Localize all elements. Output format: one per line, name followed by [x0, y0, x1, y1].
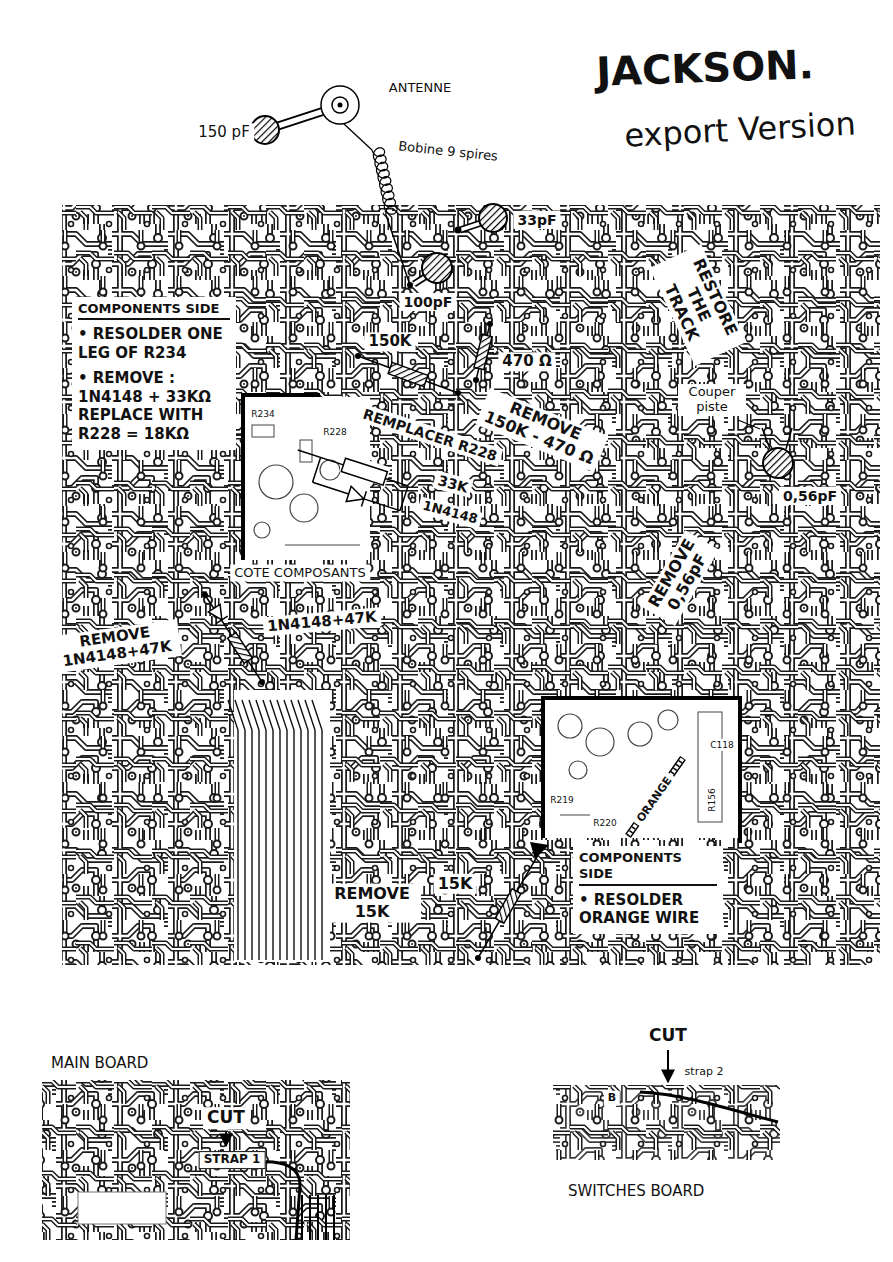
resistor-diode-symbol: [287, 439, 412, 519]
instruction: REMOVE 0,56pF: [641, 530, 719, 626]
silk-label: R234: [247, 408, 278, 420]
silk-label: R228: [319, 426, 350, 438]
diode-value: 1N4148: [417, 497, 483, 530]
track-line: [270, 700, 280, 960]
resistor-symbol: [475, 855, 538, 961]
silk-label: R220: [589, 817, 620, 829]
note-box: COMPONENTS SIDE • RESOLDER ONE LEG OF R23…: [72, 297, 236, 450]
resistor-symbol: [355, 321, 493, 396]
note-box: COMPONENTS SIDE • RESOLDER ORANGE WIRE: [573, 846, 723, 934]
silk-label: B: [604, 1091, 620, 1106]
coil-label: Bobine 9 spires: [393, 138, 502, 166]
track-line: [263, 700, 273, 960]
wire-label: ORANGE: [632, 771, 678, 829]
capacitor-value: 33pF: [513, 211, 560, 229]
cut-label: CUT: [203, 1107, 249, 1129]
track-line: [235, 700, 245, 960]
antenna-label: ANTENNE: [385, 80, 455, 97]
capacitor-symbol: [414, 204, 507, 284]
note-heading: COMPONENTS SIDE: [78, 301, 230, 320]
track-line: [242, 700, 252, 960]
track-line: [284, 700, 294, 960]
note-text: • REMOVE : 1N4148 + 33KΩ REPLACE WITH R2…: [78, 369, 230, 444]
capacitor-value: 100pF: [400, 293, 457, 311]
note-heading: COMPONENTS SIDE: [579, 850, 717, 886]
silk-label: R156: [706, 784, 718, 815]
track-line: [298, 700, 308, 960]
title: JACKSON.: [591, 40, 818, 96]
track-line: [228, 700, 238, 960]
track-line: [277, 700, 287, 960]
board-name: MAIN BOARD: [48, 1054, 151, 1072]
instruction: REMOVE 1N4148+47K: [50, 619, 182, 673]
silk-label: R219: [546, 794, 577, 806]
strap-label: STRAP 1: [199, 1151, 266, 1169]
board-name: SWITCHES BOARD: [565, 1182, 707, 1200]
board-inset: SWITCHES BOARD: [553, 1085, 780, 1160]
pcb-board: [62, 205, 880, 965]
resistor-value: 150K: [365, 332, 416, 351]
track-line: [256, 700, 266, 960]
capacitor-value: 0,56pF: [779, 487, 841, 505]
resistor-value: 470 Ω: [498, 352, 555, 371]
diode-resistor-symbol: [202, 592, 265, 685]
track-line: [312, 700, 322, 960]
component-value: 1N4148+47K: [262, 607, 381, 636]
main-board-photo: [42, 1080, 350, 1240]
track-line: [291, 700, 301, 960]
resistor-value: 33K: [432, 470, 474, 497]
strap-label: strap 2: [681, 1065, 728, 1080]
component-side-inset: [243, 395, 370, 560]
switches-board-photo: [553, 1050, 780, 1160]
coil-symbol: [372, 148, 397, 215]
note-text: • RESOLDER ONE LEG OF R234: [78, 325, 230, 363]
side-label: COTE COMPOSANTS: [230, 565, 370, 582]
instruction: Couper piste: [678, 384, 746, 416]
component-side-inset: [530, 698, 740, 859]
antenna-symbol: [251, 86, 413, 288]
track-line: [249, 700, 259, 960]
track-line: [305, 700, 315, 960]
pcb-tracks: [228, 690, 330, 962]
subtitle: export Version: [619, 104, 860, 155]
board-inset: MAIN BOARD: [42, 1080, 350, 1240]
track-bus: [234, 690, 330, 962]
resistor-value: 15K: [434, 874, 477, 894]
note-text: • RESOLDER ORANGE WIRE: [579, 891, 717, 929]
capacitor-symbol: [738, 420, 793, 478]
cut-label: CUT: [645, 1025, 691, 1047]
capacitor-value: 150 pF: [194, 123, 254, 142]
instruction: RESTORE THE TRACK: [649, 244, 746, 366]
instruction: REMOVE 15K: [323, 884, 421, 923]
silk-label: C118: [706, 739, 737, 751]
